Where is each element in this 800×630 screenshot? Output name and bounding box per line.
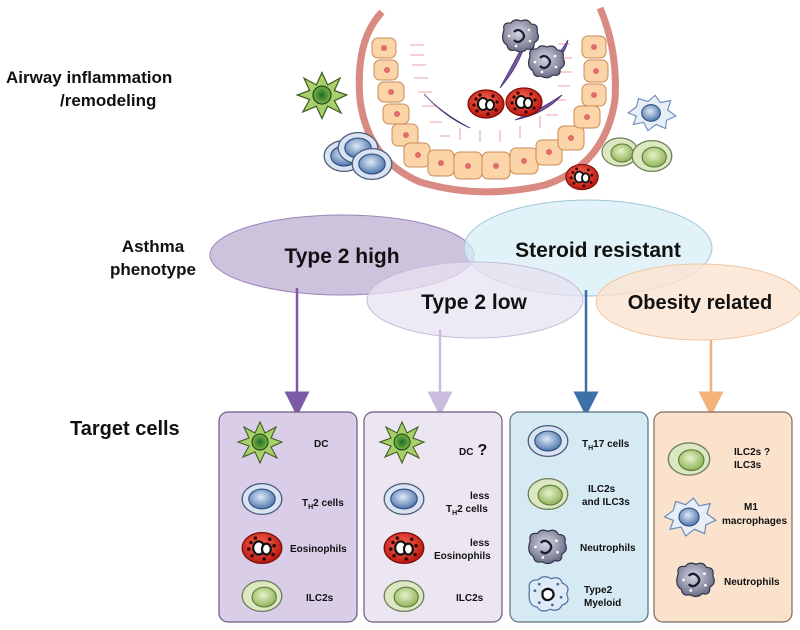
th2-cell-icon	[383, 482, 425, 516]
dc-icon	[237, 421, 283, 464]
airway-lymphocyte-3	[351, 147, 393, 181]
airway-dendritic-cell	[296, 71, 348, 120]
airway-inflammation-label: Airway inflammation /remodeling	[6, 66, 172, 112]
ilc2-cell-icon	[241, 579, 283, 613]
label-m1: M1	[744, 502, 758, 513]
asthma-phenotype-label: Asthma phenotype	[110, 235, 196, 281]
label-ilc3s: ILC3s	[734, 460, 762, 471]
label-th2-cells: TH2 cells	[302, 498, 344, 511]
airway-label-line2: /remodeling	[60, 91, 157, 110]
airway-macrophage	[627, 94, 677, 132]
label-ilc2s: ILC2s	[588, 484, 616, 495]
label-dc: DC?	[459, 442, 487, 459]
neutrophil-icon	[527, 528, 568, 565]
neutrophil-icon	[675, 561, 716, 598]
box-steroid-resistant: TH17 cells ILC2s and ILC3s Neutrophils T…	[509, 411, 649, 623]
label-dc: DC	[314, 439, 328, 450]
epithelial-cells	[371, 35, 609, 180]
dc-icon	[379, 421, 425, 464]
label-ilc2s: ILC2s	[306, 593, 334, 604]
label-less-eosinophils: less	[470, 538, 490, 549]
target-cells-label: Target cells	[70, 418, 180, 440]
th17-cell-icon	[527, 424, 569, 458]
label-ilc2s-question: ILC2s ?	[734, 447, 770, 458]
airway-neutrophil-1	[501, 18, 540, 53]
label-obesity-related: Obesity related	[628, 292, 773, 314]
label-neutrophils: Neutrophils	[724, 577, 780, 588]
airway-eosinophil-2	[505, 87, 543, 117]
airway-ilc-2	[631, 139, 673, 173]
label-ilc2s: ILC2s	[456, 593, 484, 604]
box-type2-high: DC TH2 cells Eosinophils ILC2s	[218, 411, 358, 623]
label-and-ilc3s: and ILC3s	[582, 497, 630, 508]
label-myeloid: Myeloid	[584, 598, 621, 609]
label-less-th2: less	[470, 491, 490, 502]
label-type2: Type2	[584, 585, 613, 596]
label-steroid-resistant: Steroid resistant	[515, 239, 681, 262]
box-type2-low: DC? less TH2 cells less Eosinophils ILC2…	[363, 411, 503, 623]
asthma-label-line2: phenotype	[110, 260, 196, 279]
label-neutrophils: Neutrophils	[580, 543, 636, 554]
airway-neutrophil-2	[527, 44, 566, 79]
label-eosinophils: Eosinophils	[434, 551, 491, 562]
cilia	[410, 43, 572, 142]
box-obesity-related: ILC2s ? ILC3s M1 macrophages Neutrophils	[653, 411, 793, 623]
ilc2-cell-icon	[383, 579, 425, 613]
label-type2-high: Type 2 high	[284, 245, 399, 268]
label-th2-cells: TH2 cells	[446, 504, 488, 517]
th2-cell-icon	[241, 482, 283, 516]
label-type2-low: Type 2 low	[421, 291, 527, 314]
asthma-label-line1: Asthma	[121, 237, 185, 256]
ellipse-type2-low	[366, 261, 584, 339]
label-macrophages: macrophages	[722, 516, 787, 527]
ellipse-obesity-related	[595, 263, 800, 341]
airway-wall	[355, 6, 619, 196]
airway-illustration	[296, 6, 677, 196]
airway-label-line1: Airway inflammation	[6, 68, 173, 87]
eosinophil-icon	[241, 531, 283, 565]
type2-myeloid-icon	[527, 575, 570, 613]
ilc-cell-icon	[667, 442, 711, 476]
ilc-cell-icon	[527, 477, 569, 511]
airway-eosinophil-1	[467, 89, 505, 119]
eosinophil-icon	[383, 531, 425, 565]
label-eosinophils: Eosinophils	[290, 544, 347, 555]
label-th17-cells: TH17 cells	[582, 439, 630, 452]
airway-eosinophil-3	[564, 163, 600, 191]
